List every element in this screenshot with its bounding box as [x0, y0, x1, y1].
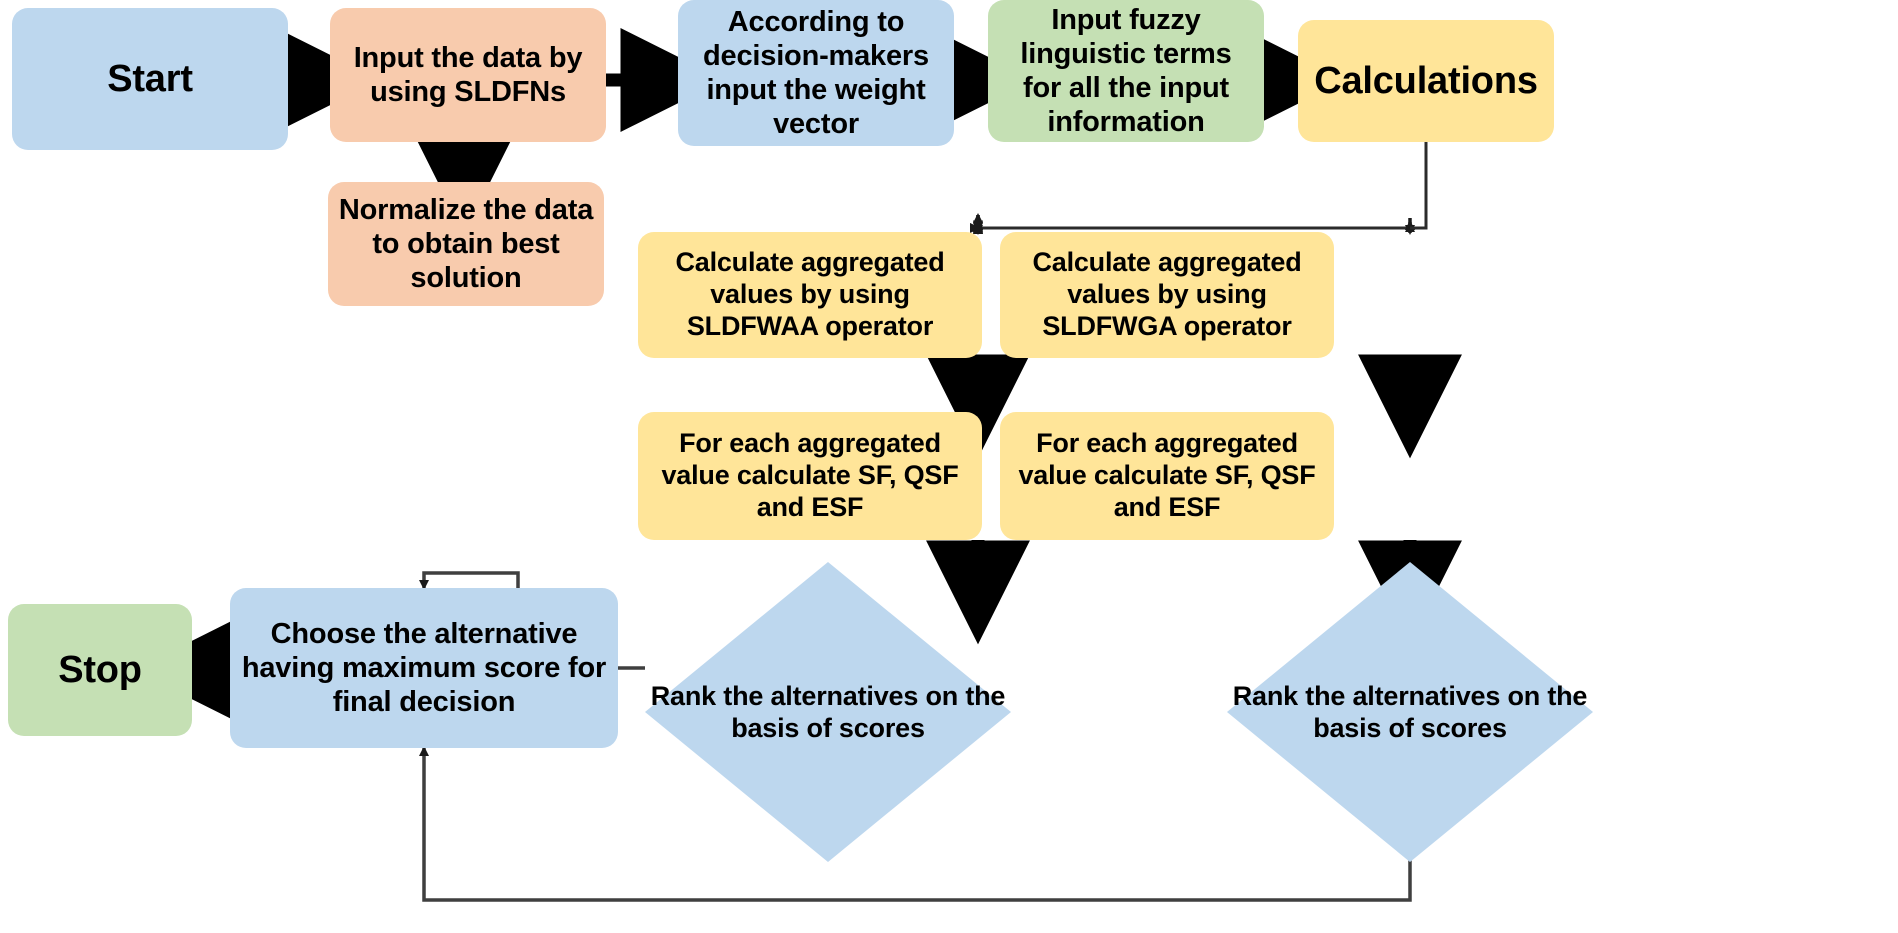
node-scores-left[interactable]: For each aggregated value calculate SF, …: [638, 412, 982, 540]
node-input-data[interactable]: Input the data by using SLDFNs: [330, 8, 606, 142]
node-stop-label: Stop: [58, 648, 142, 691]
node-scores-right-label: For each aggregated value calculate SF, …: [1018, 428, 1316, 522]
node-scores-right[interactable]: For each aggregated value calculate SF, …: [1000, 412, 1334, 540]
node-rank-right[interactable]: Rank the alternatives on the basis of sc…: [1227, 562, 1593, 862]
node-sldfwga-label: Calculate aggregated values by using SLD…: [1032, 247, 1302, 341]
node-calculations-label: Calculations: [1314, 59, 1538, 102]
rank-right-diamond-shape: [1227, 562, 1593, 862]
node-normalize[interactable]: Normalize the data to obtain best soluti…: [328, 182, 604, 306]
node-start[interactable]: Start: [12, 8, 288, 150]
node-rank-left[interactable]: Rank the alternatives on the basis of sc…: [645, 562, 1011, 862]
node-choose[interactable]: Choose the alternative having maximum sc…: [230, 588, 618, 748]
node-choose-label: Choose the alternative having maximum sc…: [241, 617, 607, 719]
node-sldfwaa-label: Calculate aggregated values by using SLD…: [675, 247, 945, 341]
node-weight-vector[interactable]: According to decision-makers input the w…: [678, 0, 954, 146]
rank-left-diamond-shape: [645, 562, 1011, 862]
node-sldfwga[interactable]: Calculate aggregated values by using SLD…: [1000, 232, 1334, 358]
node-sldfwaa[interactable]: Calculate aggregated values by using SLD…: [638, 232, 982, 358]
node-normalize-label: Normalize the data to obtain best soluti…: [338, 193, 594, 295]
node-fuzzy-terms-label: Input fuzzy linguistic terms for all the…: [1020, 3, 1232, 139]
node-stop[interactable]: Stop: [8, 604, 192, 736]
node-rank-right-label: Rank the alternatives on the basis of sc…: [1232, 680, 1588, 743]
node-rank-left-label: Rank the alternatives on the basis of sc…: [650, 680, 1006, 743]
node-calculations[interactable]: Calculations: [1298, 20, 1554, 142]
node-scores-left-label: For each aggregated value calculate SF, …: [661, 428, 959, 522]
node-fuzzy-terms[interactable]: Input fuzzy linguistic terms for all the…: [988, 0, 1264, 142]
edge-calc-bus: [978, 142, 1428, 230]
node-input-data-label: Input the data by using SLDFNs: [353, 41, 583, 108]
node-weight-vector-label: According to decision-makers input the w…: [703, 5, 929, 141]
node-start-label: Start: [107, 57, 193, 100]
